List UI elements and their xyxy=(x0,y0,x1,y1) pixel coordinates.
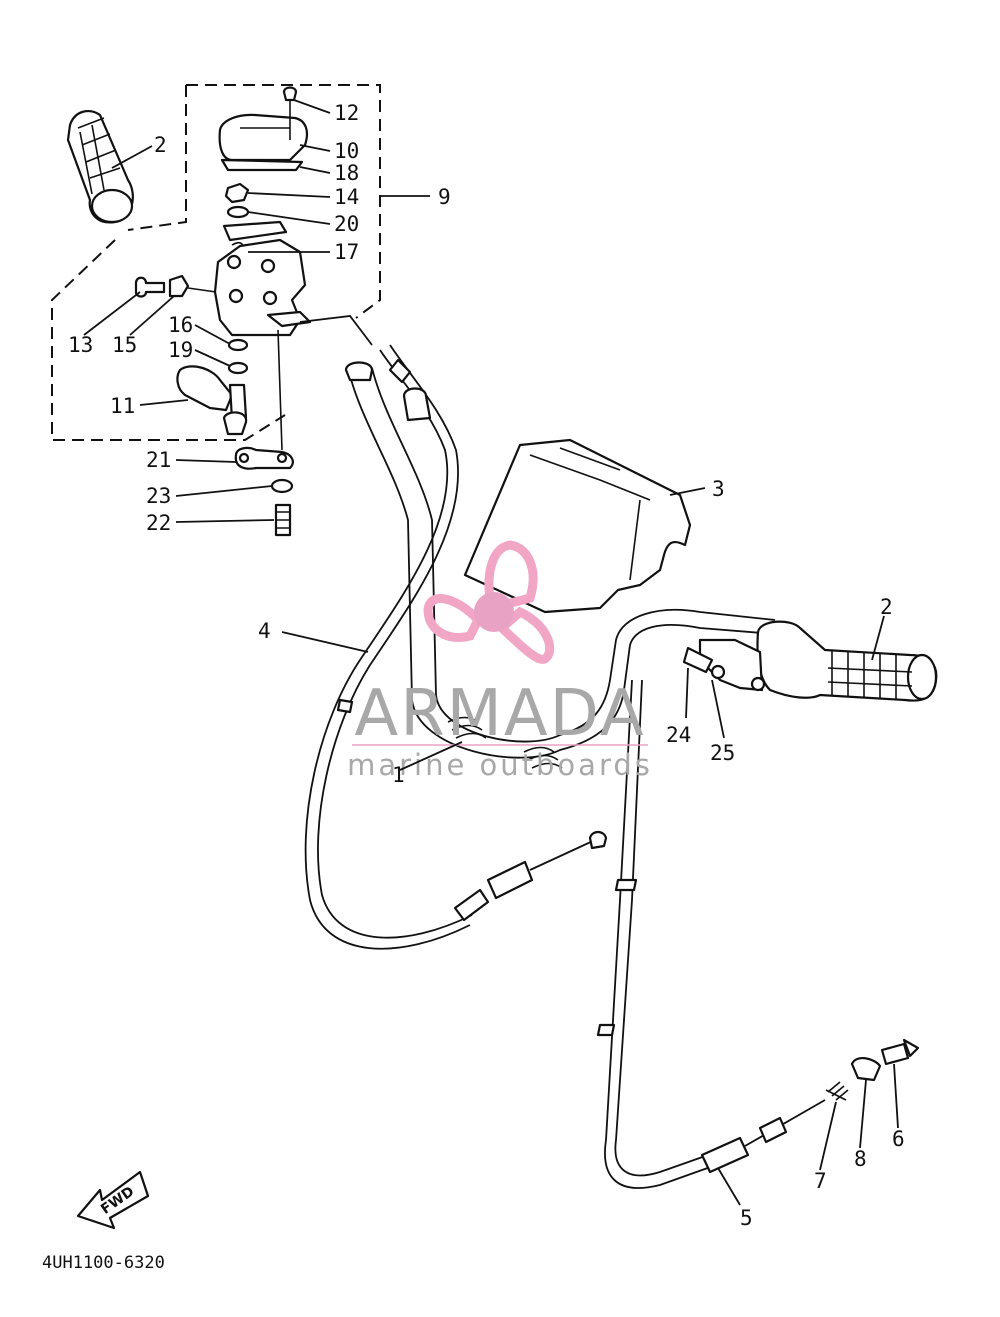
logo-petal-bottom xyxy=(495,606,555,664)
clamp-21 xyxy=(234,446,294,470)
callout-2-left: 2 xyxy=(154,133,167,157)
washer-23 xyxy=(270,478,294,494)
callout-17: 17 xyxy=(334,240,359,264)
armada-logo xyxy=(423,540,555,664)
callout-22: 22 xyxy=(146,511,171,535)
sleeve-8 xyxy=(850,1057,882,1082)
callout-11: 11 xyxy=(110,394,135,418)
callout-18: 18 xyxy=(334,161,359,185)
nut-14 xyxy=(224,182,250,204)
logo-petal-left xyxy=(423,594,484,642)
callout-10: 10 xyxy=(334,139,359,163)
callout-20: 20 xyxy=(334,212,359,236)
throttle-bracket xyxy=(222,220,288,242)
washer-16 xyxy=(227,338,249,352)
throttle-lever-11 xyxy=(176,365,248,436)
handlebar xyxy=(344,361,776,769)
callout-7: 7 xyxy=(814,1169,827,1193)
forward-arrow-icon: FWD xyxy=(76,1170,150,1230)
callout-14: 14 xyxy=(334,185,359,209)
callout-3: 3 xyxy=(712,477,725,501)
callout-15: 15 xyxy=(112,333,137,357)
throttle-cable-4 xyxy=(304,344,608,950)
callout-1: 1 xyxy=(392,763,405,787)
left-grip-2 xyxy=(66,110,134,224)
brake-cable-5 xyxy=(596,679,826,1189)
spring-7 xyxy=(825,1081,849,1101)
callout-16: 16 xyxy=(168,313,193,337)
throttle-housing xyxy=(213,238,312,337)
right-grip-2 xyxy=(756,620,938,702)
washer-19 xyxy=(227,361,249,375)
throttle-housing-cable-link xyxy=(299,315,373,346)
throttle-assembly-9-box xyxy=(51,84,430,441)
callout-4: 4 xyxy=(258,619,271,643)
callout-5: 5 xyxy=(740,1206,753,1230)
watermark-subtitle: marine outboards xyxy=(347,748,653,782)
watermark-title: ARMADA xyxy=(354,677,645,751)
logo-petal-top xyxy=(484,540,538,614)
diagram-code: 4UH1100-6320 xyxy=(42,1253,165,1273)
callout-13: 13 xyxy=(68,333,93,357)
callout-21: 21 xyxy=(146,448,171,472)
callout-9: 9 xyxy=(438,185,451,209)
callout-23: 23 xyxy=(146,484,171,508)
logo-hub xyxy=(474,592,514,632)
callout-12: 12 xyxy=(334,101,359,125)
callout-24: 24 xyxy=(666,723,691,747)
callout-6: 6 xyxy=(892,1127,905,1151)
callout-19: 19 xyxy=(168,338,193,362)
callout-2-right: 2 xyxy=(880,595,893,619)
callout-8: 8 xyxy=(854,1147,867,1171)
callouts: 2 12 10 18 14 9 20 17 13 15 16 19 11 21 … xyxy=(68,101,905,1230)
handlebar-cover-3 xyxy=(463,438,692,614)
lever-holder xyxy=(682,638,766,692)
screw-13 xyxy=(134,276,166,298)
callout-25: 25 xyxy=(710,741,735,765)
bolt-22 xyxy=(274,503,292,537)
nut-15 xyxy=(168,274,190,298)
leader-lines xyxy=(83,99,899,1206)
fitting-6 xyxy=(880,1038,920,1066)
screw-12 xyxy=(282,86,298,140)
washer-20 xyxy=(226,205,250,219)
throttle-cover-10 xyxy=(218,113,309,172)
